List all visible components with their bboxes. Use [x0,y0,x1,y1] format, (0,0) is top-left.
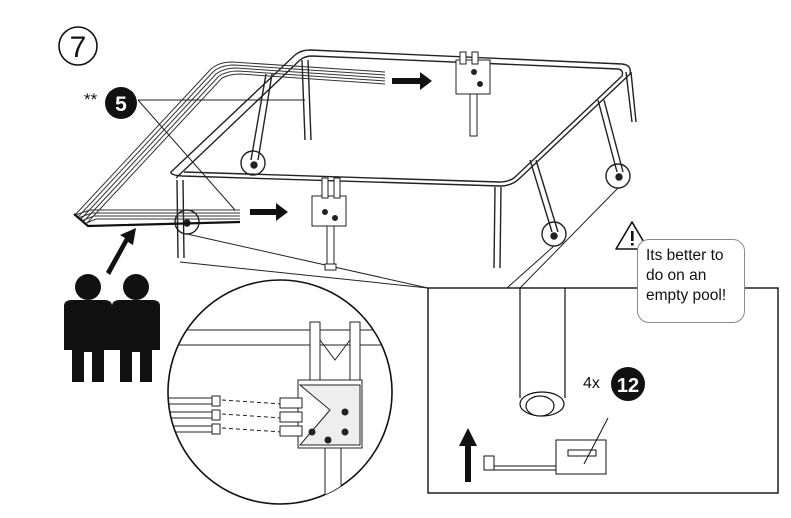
warning-note-line-1: Its better to [646,247,724,264]
warning-note-line-3: empty pool! [646,287,727,304]
corner-connector-back [455,51,491,137]
step-number: 7 [70,31,87,64]
warning-note: Its better to do on an empty pool! [637,239,745,323]
leader-lines [137,99,305,211]
step-number-badge: 7 [58,26,98,66]
part-number-12: 12 [617,375,639,397]
pool-frame [170,49,637,289]
arrow-icon [106,72,477,482]
two-people-icon [64,274,160,382]
zoom-detail-circle [167,279,393,505]
part-number: 5 [115,93,127,116]
warning-note-line-2: do on an [646,267,707,284]
corner-connector-front [311,177,347,271]
detail-box [427,287,779,494]
part-prefix-4x: 4x [583,375,600,392]
pole-bundle [73,61,386,228]
part-badge-12: 4x 12 [583,367,645,401]
part-prefix: ** [84,90,98,109]
part-badge-5: ** 5 [84,87,137,119]
